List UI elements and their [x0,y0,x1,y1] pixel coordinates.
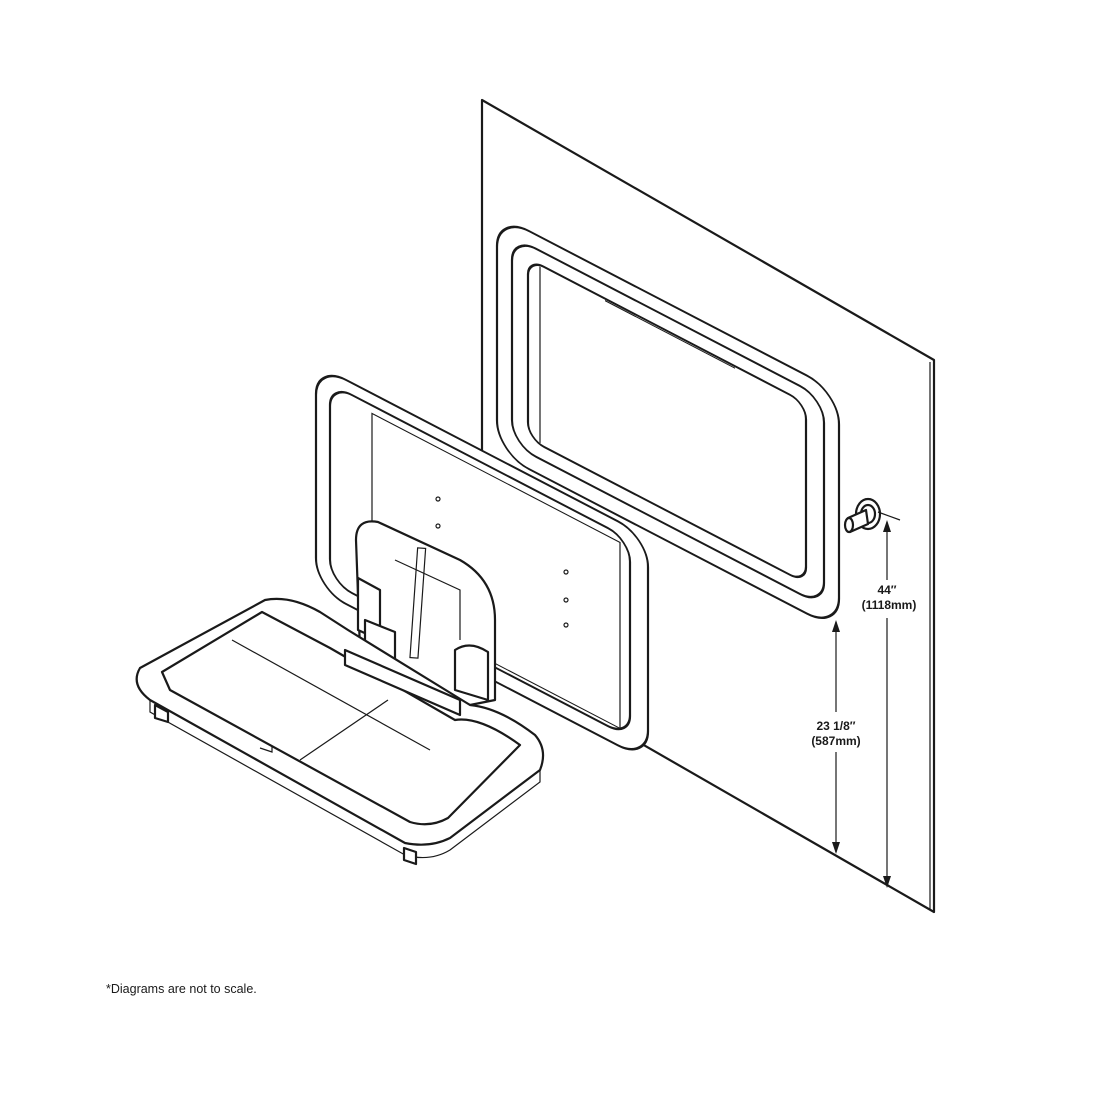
unit-height-metric: (587mm) [811,734,860,748]
unit-height-imperial: 23 1/8″ [816,719,855,733]
total-height-imperial: 44″ [877,583,896,597]
mounting-holes [435,496,569,628]
total-height-metric: (1118mm) [862,598,917,612]
scale-footnote: *Diagrams are not to scale. [106,982,257,996]
wall-bracket [843,497,882,534]
recessed-housing [495,225,841,619]
dimension-lines [832,511,901,888]
changing-tray [135,597,545,866]
